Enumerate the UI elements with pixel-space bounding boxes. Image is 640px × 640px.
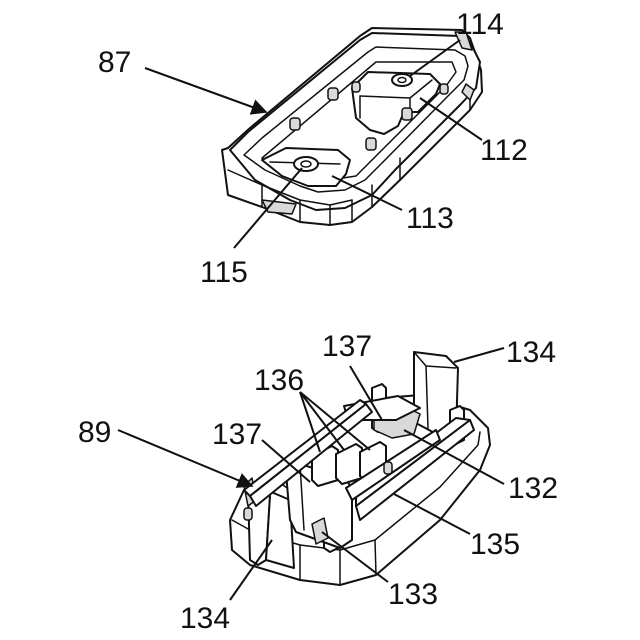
- ref-135: 135: [470, 528, 520, 561]
- ref-133: 133: [388, 578, 438, 611]
- leader-87: [145, 68, 266, 112]
- ref-114: 114: [456, 8, 504, 41]
- ref-137-right: 137: [322, 330, 372, 363]
- ref-137-center: 137: [212, 418, 262, 451]
- ref-89: 89: [78, 416, 111, 449]
- ref-115: 115: [200, 256, 248, 289]
- ref-113: 113: [406, 202, 454, 235]
- ref-112: 112: [480, 134, 528, 167]
- leader-134-right: [454, 348, 504, 362]
- ref-87: 87: [98, 46, 131, 79]
- ref-134-left: 134: [180, 602, 230, 635]
- upper-housing-drawing: [222, 28, 482, 225]
- ref-136: 136: [254, 364, 304, 397]
- ref-132: 132: [508, 472, 558, 505]
- ref-134-right: 134: [506, 336, 556, 369]
